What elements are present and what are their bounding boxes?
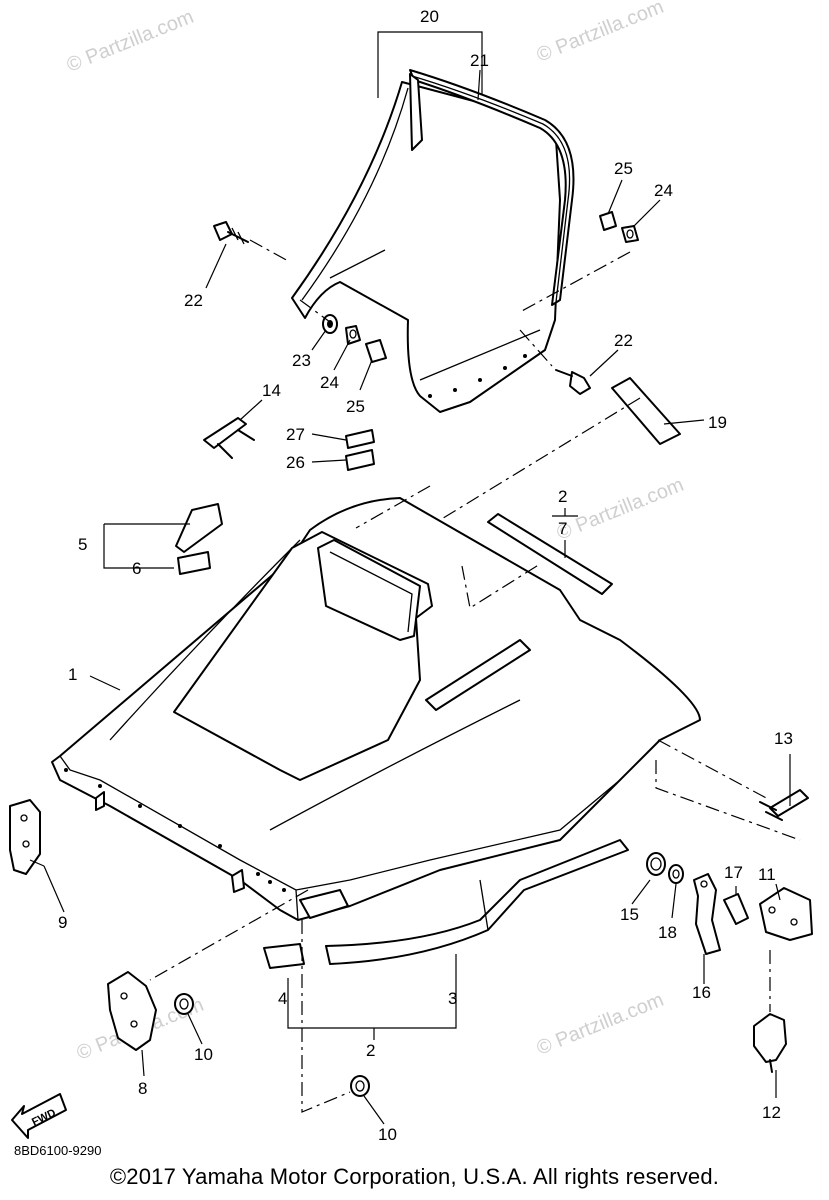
callout-12: 12 (762, 1103, 781, 1122)
callout-15: 15 (620, 905, 639, 924)
callout-18: 18 (658, 923, 677, 942)
callout-8: 8 (138, 1079, 147, 1098)
latch-hook-part (753, 1013, 787, 1073)
callout-10: 10 (194, 1045, 213, 1064)
callout-24: 24 (654, 181, 673, 200)
watermark-text: © Partzilla.com (534, 989, 667, 1060)
callout-25: 25 (346, 397, 365, 416)
rubber-strip-part (487, 513, 613, 595)
callout-2: 2 (366, 1041, 375, 1060)
assembly-lines (149, 239, 801, 1113)
hood-part (51, 497, 701, 921)
watermark-text: © Partzilla.com (534, 0, 667, 67)
bolt-part (555, 369, 591, 395)
windshield-trim-part (409, 69, 575, 306)
pad-part (175, 503, 223, 575)
callout-1: 1 (68, 665, 77, 684)
callout-5: 5 (78, 535, 87, 554)
latch-arm-part (693, 873, 721, 955)
sticker-part (611, 377, 681, 445)
collar-part (174, 993, 194, 1015)
leader-lines (29, 31, 791, 1125)
callout-16: 16 (692, 983, 711, 1002)
collar-part (350, 1075, 370, 1097)
copyright-notice: ©2017 Yamaha Motor Corporation, U.S.A. A… (109, 1164, 720, 1189)
callout-26: 26 (286, 453, 305, 472)
diagram-reference-code: 8BD6100-9290 (14, 1143, 102, 1158)
hinge-bracket-part (9, 799, 41, 875)
callout-14: 14 (262, 381, 281, 400)
windshield-part (291, 81, 561, 413)
callout-3: 3 (448, 989, 457, 1008)
callout-11: 11 (758, 865, 776, 884)
collar-part (599, 211, 617, 231)
emblem-part (203, 417, 255, 459)
latch-bracket-part (759, 887, 813, 941)
trim-strip-part (325, 839, 629, 965)
callout-20: 20 (420, 7, 439, 26)
hinge-bracket-part (107, 971, 157, 1051)
callout-21: 21 (470, 51, 489, 70)
washer-part (668, 864, 684, 884)
callout-10: 10 (378, 1125, 397, 1144)
callout-9: 9 (58, 913, 67, 932)
collar-part (365, 339, 387, 363)
callout-13: 13 (774, 729, 793, 748)
grommet-part (345, 325, 361, 345)
callout-4: 4 (278, 989, 287, 1008)
callout-19: 19 (708, 413, 727, 432)
bolt-part (213, 221, 249, 245)
callout-22: 22 (614, 331, 633, 350)
callout-17: 17 (724, 863, 743, 882)
callout-labels: 20 21 25 24 22 23 24 25 22 19 14 27 26 2… (58, 7, 793, 1144)
label-part (345, 429, 375, 471)
callout-22: 22 (184, 291, 203, 310)
watermark-text: © Partzilla.com (64, 6, 197, 77)
grommet-part (621, 225, 639, 243)
callout-7: 7 (558, 519, 567, 538)
watermark-text: © Partzilla.com (554, 474, 687, 545)
callout-24: 24 (320, 373, 339, 392)
pad-part (263, 943, 305, 969)
callout-23: 23 (292, 351, 311, 370)
callout-6: 6 (132, 559, 141, 578)
callout-25: 25 (614, 159, 633, 178)
callout-2: 2 (558, 487, 567, 506)
collar-part (646, 852, 666, 876)
callout-27: 27 (286, 425, 305, 444)
pin-part (723, 893, 749, 925)
forward-direction-arrow: FWD (11, 1093, 67, 1139)
bumper-part (759, 789, 809, 821)
